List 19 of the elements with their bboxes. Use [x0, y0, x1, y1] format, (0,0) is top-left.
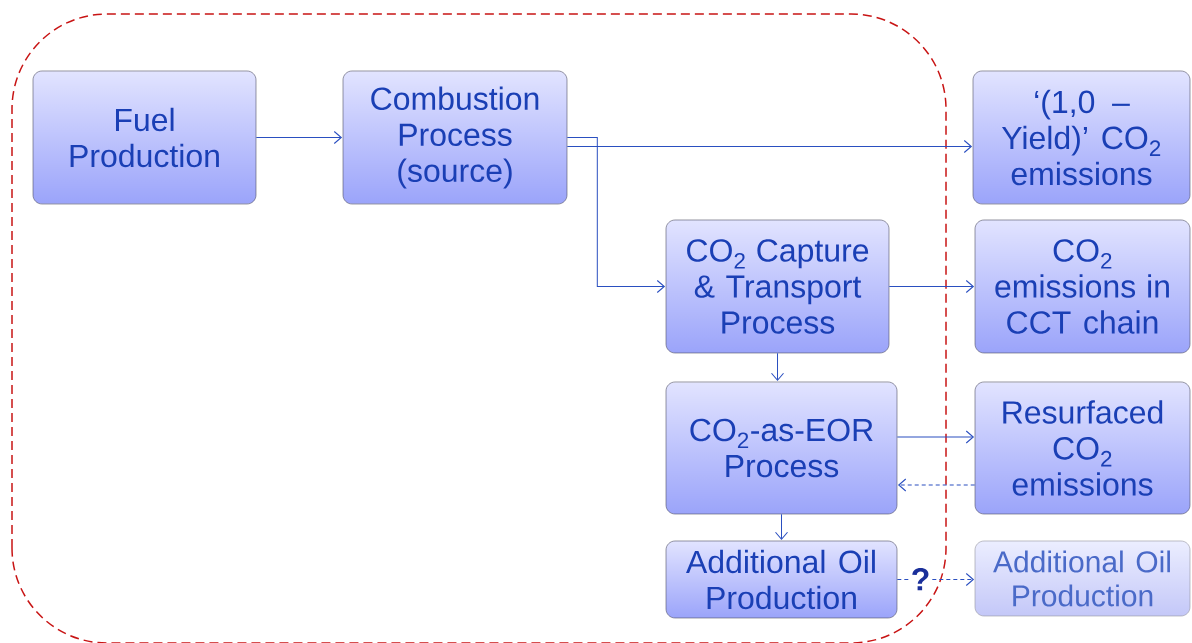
process-box: CO$_{2}$ emissions in CCT chain [974, 219, 1191, 354]
arrow [770, 352, 785, 382]
process-box: CO$_{2}$ Capture & Transport Process [665, 219, 890, 354]
process-box: Additional Oil Production [665, 540, 898, 619]
arrow [896, 572, 975, 587]
process-box: ‘(1,0 – Yield)’ CO$_{2}$ emissions [972, 70, 1191, 205]
process-box: Additional Oil Production [974, 540, 1191, 617]
edge-label: ? [909, 567, 932, 592]
arrow [255, 130, 343, 145]
process-box: Resurfaced CO$_{2}$ emissions [974, 381, 1191, 515]
arrow [897, 478, 976, 492]
process-box: CO$_{2}$-as-EOR Process [665, 381, 898, 515]
process-box: Fuel Production [32, 70, 257, 205]
arrow [566, 139, 973, 154]
arrow [566, 137, 666, 294]
process-box: Combustion Process (source) [342, 70, 568, 205]
arrow [774, 513, 789, 541]
arrow [896, 430, 975, 444]
arrow [888, 279, 975, 294]
